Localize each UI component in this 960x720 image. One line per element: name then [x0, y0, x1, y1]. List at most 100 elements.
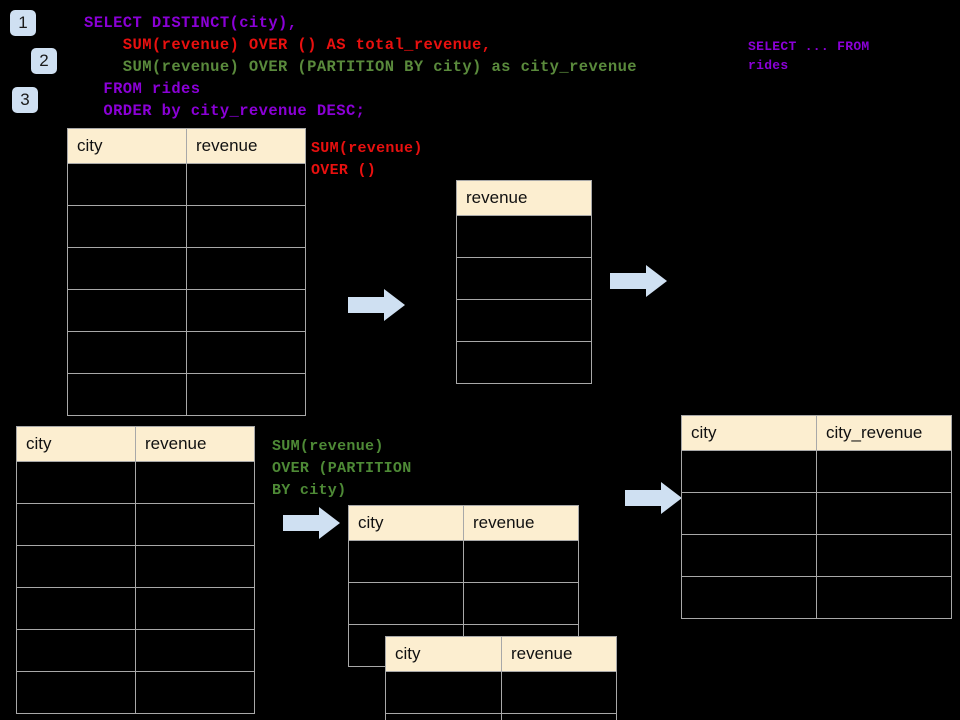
step-badge-2: 2	[31, 48, 57, 74]
cell-revenue	[456, 215, 592, 258]
table-row	[681, 492, 952, 535]
table-row	[456, 215, 592, 258]
column-header-city: city	[348, 505, 464, 541]
table-header-row: city city_revenue	[681, 415, 952, 451]
cell-city	[681, 576, 817, 619]
step-badge-1: 1	[10, 10, 36, 36]
cell-revenue	[186, 247, 306, 290]
table-total-revenue: revenue	[456, 180, 592, 384]
table-partition-group-front: city revenue	[385, 636, 617, 720]
table-row	[16, 461, 255, 504]
table-header-row: city revenue	[348, 505, 579, 541]
cell-revenue	[135, 503, 255, 546]
sql-line-city-revenue: SUM(revenue) OVER (PARTITION BY city) as…	[84, 58, 637, 76]
table-row	[16, 503, 255, 546]
table-rides-source-bottom: city revenue	[16, 426, 255, 714]
table-row	[385, 713, 617, 720]
column-header-city-revenue: city_revenue	[816, 415, 952, 451]
cell-city	[67, 205, 187, 248]
cell-city	[681, 534, 817, 577]
column-header-revenue: revenue	[456, 180, 592, 216]
cell-revenue	[456, 341, 592, 384]
table-row	[681, 534, 952, 577]
cell-revenue	[501, 713, 617, 720]
cell-revenue	[135, 587, 255, 630]
cell-revenue	[186, 289, 306, 332]
table-row	[348, 540, 579, 583]
step-badge-3: 3	[12, 87, 38, 113]
cell-city-revenue	[816, 576, 952, 619]
cell-revenue	[135, 629, 255, 672]
cell-city	[67, 247, 187, 290]
cell-city	[681, 450, 817, 493]
sql-line-from: FROM rides	[84, 80, 201, 98]
cell-revenue	[135, 671, 255, 714]
column-header-revenue: revenue	[501, 636, 617, 672]
arrow-source-to-total	[348, 288, 406, 322]
sql-line-select: SELECT DISTINCT(city),	[84, 14, 298, 32]
table-row	[348, 582, 579, 625]
table-row	[67, 373, 306, 416]
table-final-result: city city_revenue	[681, 415, 952, 619]
table-rides-source-top: city revenue	[67, 128, 306, 416]
table-row	[456, 257, 592, 300]
table-row	[67, 247, 306, 290]
table-header-row: city revenue	[16, 426, 255, 462]
cell-city	[67, 163, 187, 206]
cell-city	[16, 503, 136, 546]
table-row	[16, 545, 255, 588]
table-row	[16, 629, 255, 672]
table-header-row: revenue	[456, 180, 592, 216]
arrow-total-to-result	[610, 264, 668, 298]
table-row	[67, 289, 306, 332]
cell-city	[67, 373, 187, 416]
cell-city-revenue	[816, 450, 952, 493]
cell-city-revenue	[816, 534, 952, 577]
column-header-city: city	[385, 636, 502, 672]
table-row	[67, 163, 306, 206]
table-row	[681, 576, 952, 619]
column-header-revenue: revenue	[135, 426, 255, 462]
cell-city	[385, 713, 502, 720]
annotation-over-partition: SUM(revenue) OVER (PARTITION BY city)	[272, 438, 412, 499]
cell-revenue	[463, 582, 579, 625]
cell-revenue	[186, 163, 306, 206]
cell-revenue	[186, 205, 306, 248]
cell-revenue	[501, 671, 617, 714]
cell-city	[67, 289, 187, 332]
cell-revenue	[186, 331, 306, 374]
cell-city	[16, 545, 136, 588]
cell-city	[67, 331, 187, 374]
arrow-partition-to-result	[625, 481, 683, 515]
table-row	[385, 671, 617, 714]
column-header-city: city	[67, 128, 187, 164]
cell-city	[16, 461, 136, 504]
cell-revenue	[463, 540, 579, 583]
annotation-over-empty: SUM(revenue) OVER ()	[311, 140, 423, 179]
column-header-city: city	[16, 426, 136, 462]
table-header-row: city revenue	[67, 128, 306, 164]
table-row	[16, 587, 255, 630]
cell-city	[681, 492, 817, 535]
table-row	[67, 331, 306, 374]
arrow-source-to-partition	[283, 506, 341, 540]
cell-revenue	[456, 257, 592, 300]
cell-city	[16, 671, 136, 714]
cell-city	[16, 587, 136, 630]
cell-revenue	[135, 545, 255, 588]
cell-revenue	[456, 299, 592, 342]
cell-city-revenue	[816, 492, 952, 535]
table-row	[681, 450, 952, 493]
cell-city	[348, 540, 464, 583]
cell-city	[385, 671, 502, 714]
table-row	[16, 671, 255, 714]
cell-city	[16, 629, 136, 672]
table-row	[456, 341, 592, 384]
column-header-revenue: revenue	[463, 505, 579, 541]
sql-line-total-revenue: SUM(revenue) OVER () AS total_revenue,	[84, 36, 492, 54]
side-note-select-from-rides: SELECT ... FROM rides	[748, 39, 870, 73]
table-row	[456, 299, 592, 342]
cell-revenue	[135, 461, 255, 504]
table-header-row: city revenue	[385, 636, 617, 672]
